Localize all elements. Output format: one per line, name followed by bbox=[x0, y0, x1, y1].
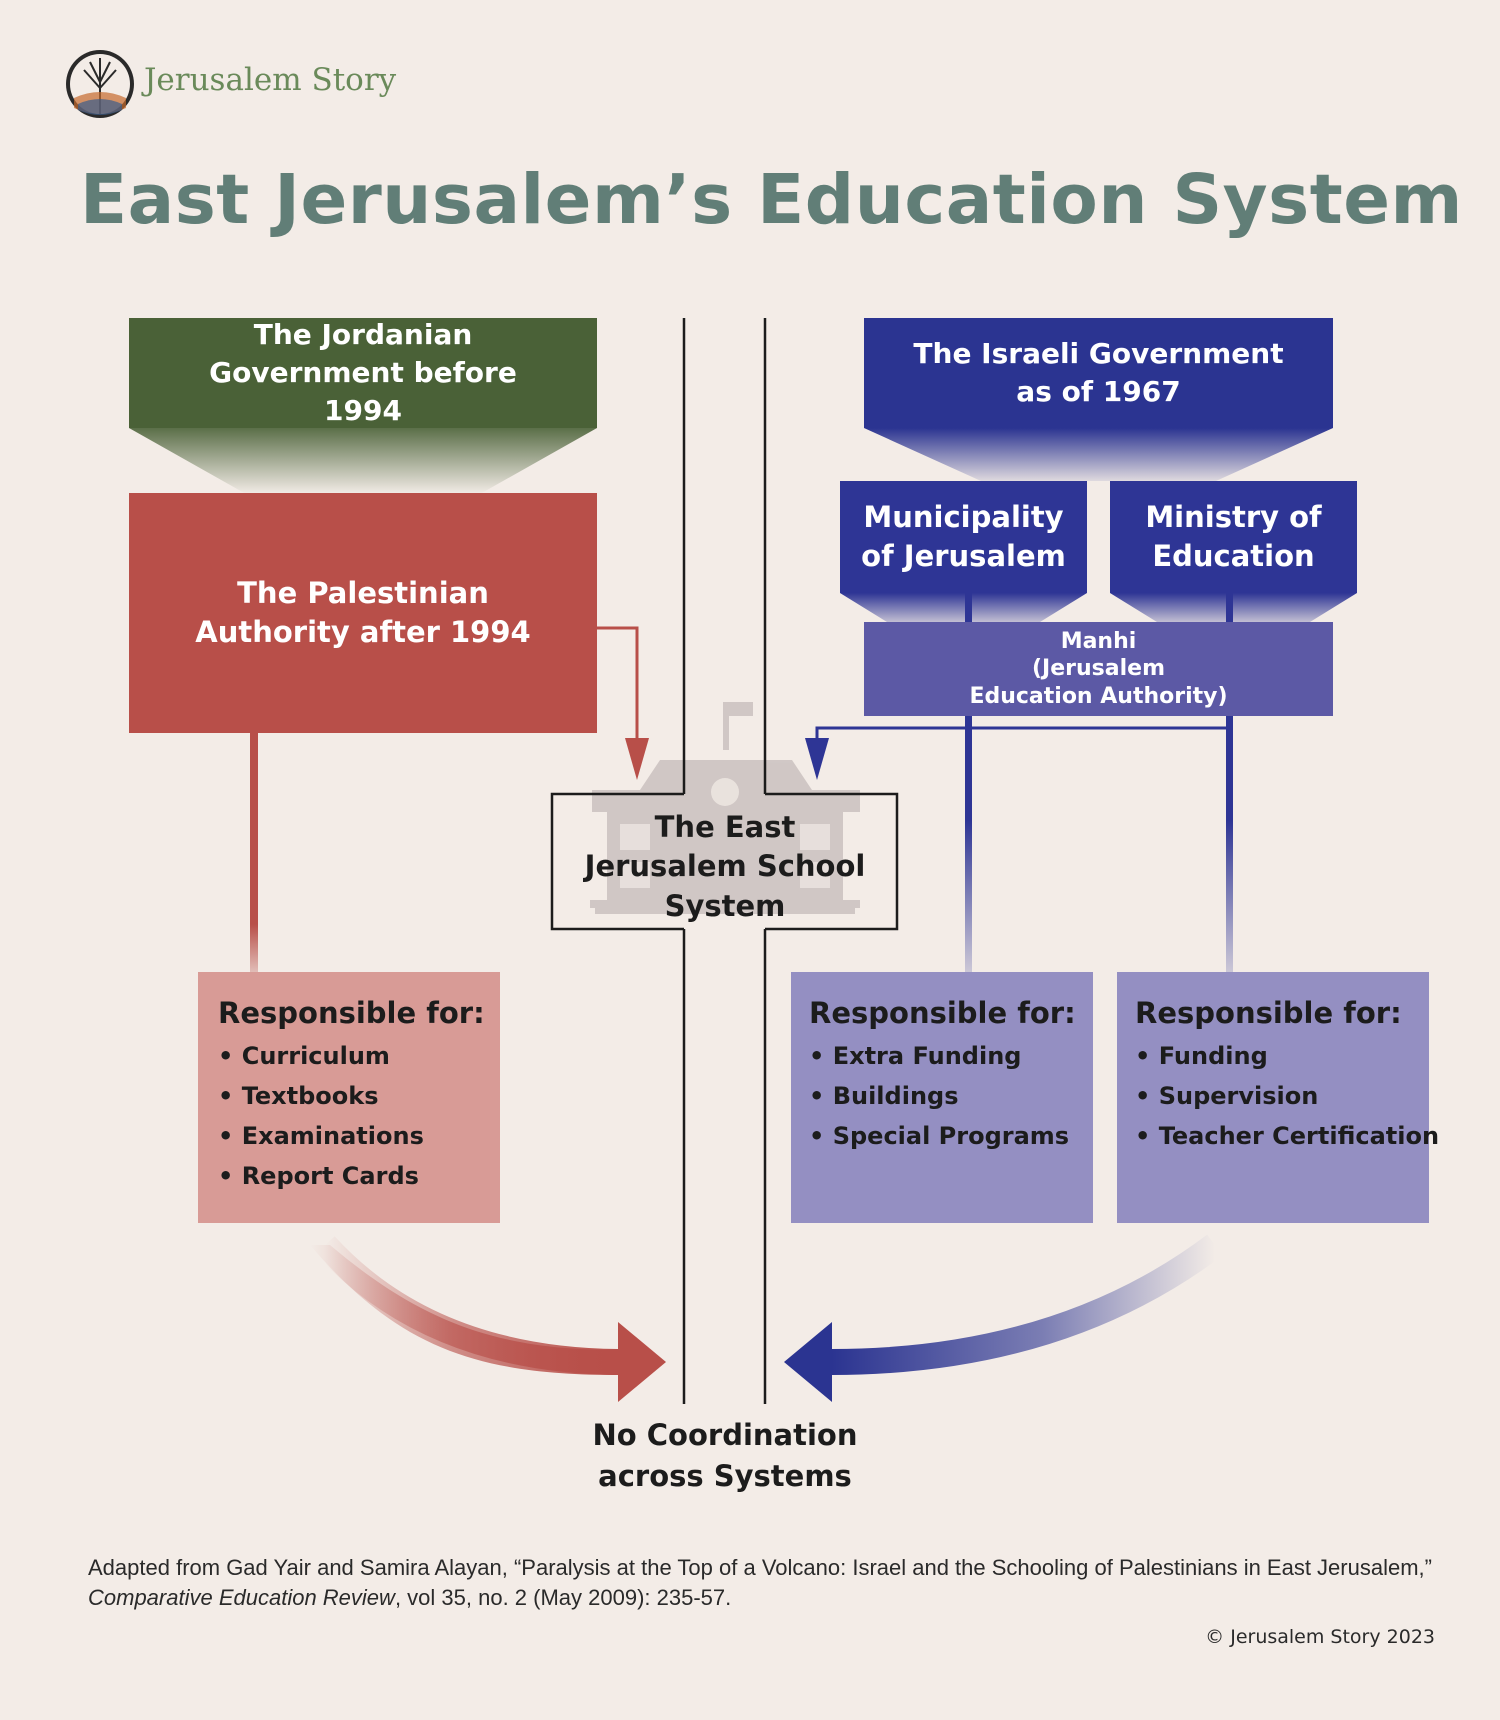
list-item: Report Cards bbox=[218, 1156, 500, 1196]
list-item: Buildings bbox=[809, 1076, 1093, 1116]
list-item: Teacher Certification bbox=[1135, 1116, 1439, 1156]
citation-text: Adapted from Gad Yair and Samira Alayan,… bbox=[88, 1555, 1432, 1580]
tree-logo-icon bbox=[66, 50, 134, 118]
citation-journal: Comparative Education Review bbox=[88, 1584, 395, 1610]
list-item: Examinations bbox=[218, 1116, 500, 1156]
ministry-connector bbox=[1226, 593, 1233, 972]
pa-arrow bbox=[597, 626, 639, 750]
manhi-arrow bbox=[815, 726, 1228, 752]
school-system-label: The East Jerusalem School System bbox=[552, 810, 898, 922]
pa-responsibility-card: Responsible for: Curriculum Textbooks Ex… bbox=[198, 972, 500, 1223]
school-box bbox=[550, 792, 899, 931]
card-heading: Responsible for: bbox=[1135, 996, 1402, 1030]
citation: Adapted from Gad Yair and Samira Alayan,… bbox=[88, 1553, 1448, 1612]
school-system-text: The East Jerusalem School System bbox=[584, 810, 866, 923]
municipality-label: Municipality of Jerusalem bbox=[861, 499, 1066, 573]
page-title: East Jerusalem’s Education System bbox=[80, 160, 1463, 240]
ministry-taper bbox=[1110, 593, 1357, 622]
list-item: Extra Funding bbox=[809, 1036, 1093, 1076]
municipality-taper bbox=[840, 593, 1087, 622]
manhi-line1: (Jerusalem bbox=[1032, 656, 1165, 682]
card-heading: Responsible for: bbox=[809, 996, 1076, 1030]
jordanian-government-label: The Jordanian Government before 1994 bbox=[209, 318, 517, 427]
citation-details: , vol 35, no. 2 (May 2009): 235-57. bbox=[394, 1584, 732, 1610]
list-item: Textbooks bbox=[218, 1076, 500, 1116]
list-item: Special Programs bbox=[809, 1116, 1093, 1156]
list-item: Curriculum bbox=[218, 1036, 500, 1076]
municipality-box: Municipality of Jerusalem bbox=[840, 481, 1087, 593]
jordanian-government-box: The Jordanian Government before 1994 bbox=[129, 318, 597, 428]
responsibility-list: Extra Funding Buildings Special Programs bbox=[809, 1036, 1093, 1156]
manhi-box: Manhi (Jerusalem Education Authority) bbox=[864, 622, 1333, 716]
brand-name: Jerusalem Story bbox=[144, 62, 397, 98]
responsibility-list: Funding Supervision Teacher Certificatio… bbox=[1135, 1036, 1439, 1156]
manhi-line2: Education Authority) bbox=[969, 683, 1228, 709]
school-building-icon bbox=[590, 702, 860, 914]
municipality-connector bbox=[965, 593, 972, 972]
palestinian-authority-box: The Palestinian Authority after 1994 bbox=[129, 493, 597, 733]
manhi-name: Manhi bbox=[1060, 628, 1137, 654]
israeli-government-label: The Israeli Government as of 1967 bbox=[913, 337, 1284, 408]
copyright: © Jerusalem Story 2023 bbox=[1205, 1626, 1435, 1648]
list-item: Funding bbox=[1135, 1036, 1429, 1076]
ministry-box: Ministry of Education bbox=[1110, 481, 1357, 593]
list-item: Supervision bbox=[1135, 1076, 1429, 1116]
no-coordination-label: No Coordination across Systems bbox=[592, 1418, 858, 1493]
ministry-responsibility-card: Responsible for: Funding Supervision Tea… bbox=[1117, 972, 1439, 1223]
responsibility-list: Curriculum Textbooks Examinations Report… bbox=[218, 1036, 500, 1196]
ministry-label: Ministry of Education bbox=[1145, 499, 1322, 573]
municipality-responsibility-card: Responsible for: Extra Funding Buildings… bbox=[791, 972, 1093, 1223]
israeli-government-box: The Israeli Government as of 1967 bbox=[864, 318, 1333, 428]
card-heading: Responsible for: bbox=[218, 996, 485, 1030]
jordan-taper bbox=[129, 428, 597, 494]
palestinian-authority-label: The Palestinian Authority after 1994 bbox=[195, 575, 531, 649]
pa-connector bbox=[250, 733, 258, 972]
israel-taper bbox=[864, 428, 1333, 481]
